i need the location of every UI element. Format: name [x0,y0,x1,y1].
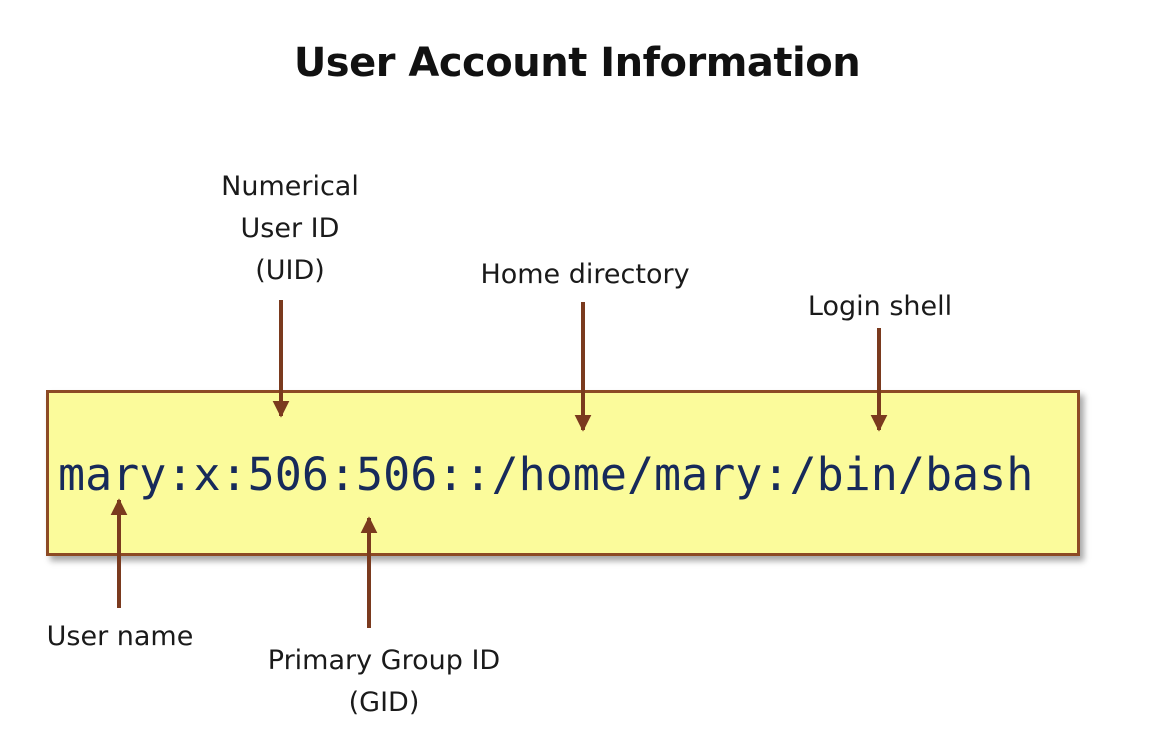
uid-label-line: Numerical [221,171,359,202]
home-directory-label: Home directory [440,254,730,296]
home-directory-label-line: Home directory [480,259,690,290]
login-shell-label: Login shell [770,286,990,328]
user-name-label-line: User name [46,621,194,652]
gid-label-line: Primary Group ID [267,645,501,676]
uid-label-line: (UID) [255,255,325,286]
uid-label-line: User ID [240,213,340,244]
gid-label-line: (GID) [348,687,420,718]
passwd-record: mary:x:506:506::/home/mary:/bin/bash [58,448,1034,501]
login-shell-label-line: Login shell [807,291,953,322]
record-box [46,390,1080,556]
page-title: User Account Information [293,40,861,86]
user-name-label: User name [30,616,210,658]
uid-label: Numerical User ID (UID) [180,166,400,292]
gid-label: Primary Group ID (GID) [234,640,534,724]
